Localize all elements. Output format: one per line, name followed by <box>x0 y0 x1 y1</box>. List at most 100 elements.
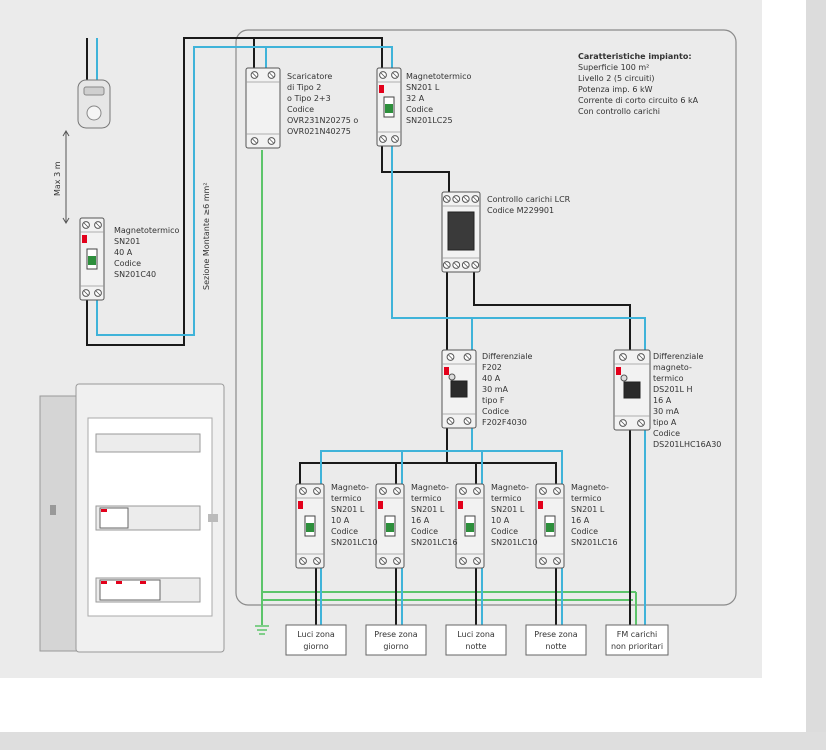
svg-text:Magneto-: Magneto- <box>411 483 449 492</box>
distribution-board <box>39 383 225 653</box>
circuit-box: Luci zona giorno <box>285 624 347 656</box>
svg-text:SN201LC10: SN201LC10 <box>491 538 538 547</box>
svg-text:termico: termico <box>331 494 362 503</box>
branch-breaker-label: Magneto- termico SN201 L 16 A Codice SN2… <box>571 483 618 547</box>
breaker-32-label: Magnetotermico SN201 L 32 A Codice SN201… <box>406 72 472 125</box>
branch-breaker-device <box>455 483 485 569</box>
svg-text:o Tipo 2+3: o Tipo 2+3 <box>287 94 331 103</box>
svg-text:40 A: 40 A <box>114 248 133 257</box>
spec-line: Livello 2 (5 circuiti) <box>578 74 655 83</box>
main-breaker-device <box>79 217 105 301</box>
spec-line: Con controllo carichi <box>578 107 660 116</box>
svg-text:Magneto-: Magneto- <box>571 483 609 492</box>
rcd-f202-device <box>441 349 477 429</box>
svg-text:Codice: Codice <box>406 105 433 114</box>
svg-text:16 A: 16 A <box>653 396 672 405</box>
svg-text:FM carichi: FM carichi <box>617 630 658 639</box>
circuit-box: Prese zona notte <box>525 624 587 656</box>
svg-text:magneto-: magneto- <box>653 363 692 372</box>
svg-text:10 A: 10 A <box>491 516 510 525</box>
svg-text:SN201 L: SN201 L <box>571 505 605 514</box>
surge-protector-label: Scaricatore di Tipo 2 o Tipo 2+3 Codice … <box>287 72 358 136</box>
svg-text:tipo A: tipo A <box>653 418 677 427</box>
energy-meter <box>77 79 111 129</box>
svg-text:16 A: 16 A <box>411 516 430 525</box>
svg-text:termico: termico <box>491 494 522 503</box>
svg-text:Codice: Codice <box>411 527 438 536</box>
svg-text:DS201LHC16A30: DS201LHC16A30 <box>653 440 721 449</box>
branch-breaker-device <box>375 483 405 569</box>
svg-text:Prese zona: Prese zona <box>534 630 578 639</box>
svg-text:Codice: Codice <box>653 429 680 438</box>
riser-section-label: Sezione Montante ≥6 mm² <box>202 182 211 290</box>
spec-line: Potenza imp. 6 kW <box>578 85 653 94</box>
max-distance-arrow <box>62 130 70 224</box>
spec-line: Corrente di corto circuito 6 kA <box>578 96 699 105</box>
svg-text:F202: F202 <box>482 363 502 372</box>
svg-text:SN201LC16: SN201LC16 <box>411 538 458 547</box>
circuit-box: Luci zona notte <box>445 624 507 656</box>
svg-text:notte: notte <box>465 642 486 651</box>
svg-text:di Tipo 2: di Tipo 2 <box>287 83 321 92</box>
specs-block: Caratteristiche impianto: Superficie 100… <box>578 52 699 116</box>
svg-text:Magneto-: Magneto- <box>331 483 369 492</box>
svg-text:termico: termico <box>411 494 442 503</box>
svg-text:16 A: 16 A <box>571 516 590 525</box>
svg-text:Luci zona: Luci zona <box>457 630 495 639</box>
svg-text:Prese zona: Prese zona <box>374 630 418 639</box>
rcbo-device <box>613 349 651 431</box>
spec-line: Superficie 100 m² <box>578 63 649 72</box>
rcbo-label: Differenziale magneto- termico DS201L H … <box>653 352 721 449</box>
rcd-f202-label: Differenziale F202 40 A 30 mA tipo F Cod… <box>482 352 532 427</box>
svg-text:tipo F: tipo F <box>482 396 505 405</box>
svg-text:Differenziale: Differenziale <box>653 352 703 361</box>
branch-breaker-device <box>295 483 325 569</box>
svg-text:30 mA: 30 mA <box>653 407 680 416</box>
svg-text:SN201 L: SN201 L <box>331 505 365 514</box>
svg-text:Codice: Codice <box>114 259 141 268</box>
svg-text:SN201LC16: SN201LC16 <box>571 538 618 547</box>
svg-text:Codice: Codice <box>331 527 358 536</box>
load-control-device <box>441 191 481 273</box>
svg-text:SN201 L: SN201 L <box>491 505 525 514</box>
max-distance-label: Max 3 m <box>53 161 62 196</box>
svg-text:OVR021N40275: OVR021N40275 <box>287 127 351 136</box>
svg-text:SN201 L: SN201 L <box>406 83 440 92</box>
bottom-shadow <box>0 732 826 750</box>
branch-breaker-label: Magneto- termico SN201 L 16 A Codice SN2… <box>411 483 458 547</box>
svg-text:Controllo carichi LCR: Controllo carichi LCR <box>487 195 571 204</box>
svg-text:SN201: SN201 <box>114 237 140 246</box>
branch-breaker-device <box>535 483 565 569</box>
svg-text:30 mA: 30 mA <box>482 385 509 394</box>
breaker-32-device <box>376 67 402 147</box>
svg-text:Codice: Codice <box>482 407 509 416</box>
svg-text:SN201C40: SN201C40 <box>114 270 156 279</box>
svg-text:SN201LC10: SN201LC10 <box>331 538 378 547</box>
svg-text:40 A: 40 A <box>482 374 501 383</box>
svg-text:non prioritari: non prioritari <box>611 642 663 651</box>
svg-text:notte: notte <box>545 642 566 651</box>
svg-text:Codice: Codice <box>491 527 518 536</box>
svg-text:termico: termico <box>653 374 684 383</box>
specs-title: Caratteristiche impianto: <box>578 52 692 61</box>
branch-breaker-label: Magneto- termico SN201 L 10 A Codice SN2… <box>331 483 378 547</box>
svg-text:Codice: Codice <box>571 527 598 536</box>
svg-text:F202F4030: F202F4030 <box>482 418 527 427</box>
svg-text:Luci zona: Luci zona <box>297 630 335 639</box>
svg-text:Codice M229901: Codice M229901 <box>487 206 554 215</box>
svg-text:Magnetotermico: Magnetotermico <box>406 72 472 81</box>
branch-breaker-label: Magneto- termico SN201 L 10 A Codice SN2… <box>491 483 538 547</box>
installation-frame <box>235 29 737 606</box>
svg-text:Codice: Codice <box>287 105 314 114</box>
svg-text:Magnetotermico: Magnetotermico <box>114 226 180 235</box>
svg-text:32 A: 32 A <box>406 94 425 103</box>
svg-text:SN201 L: SN201 L <box>411 505 445 514</box>
svg-text:giorno: giorno <box>303 642 328 651</box>
svg-text:Scaricatore: Scaricatore <box>287 72 332 81</box>
load-control-label: Controllo carichi LCR Codice M229901 <box>487 195 571 215</box>
svg-text:termico: termico <box>571 494 602 503</box>
svg-text:10 A: 10 A <box>331 516 350 525</box>
right-frame <box>806 0 826 750</box>
surge-protector-device <box>245 67 281 149</box>
